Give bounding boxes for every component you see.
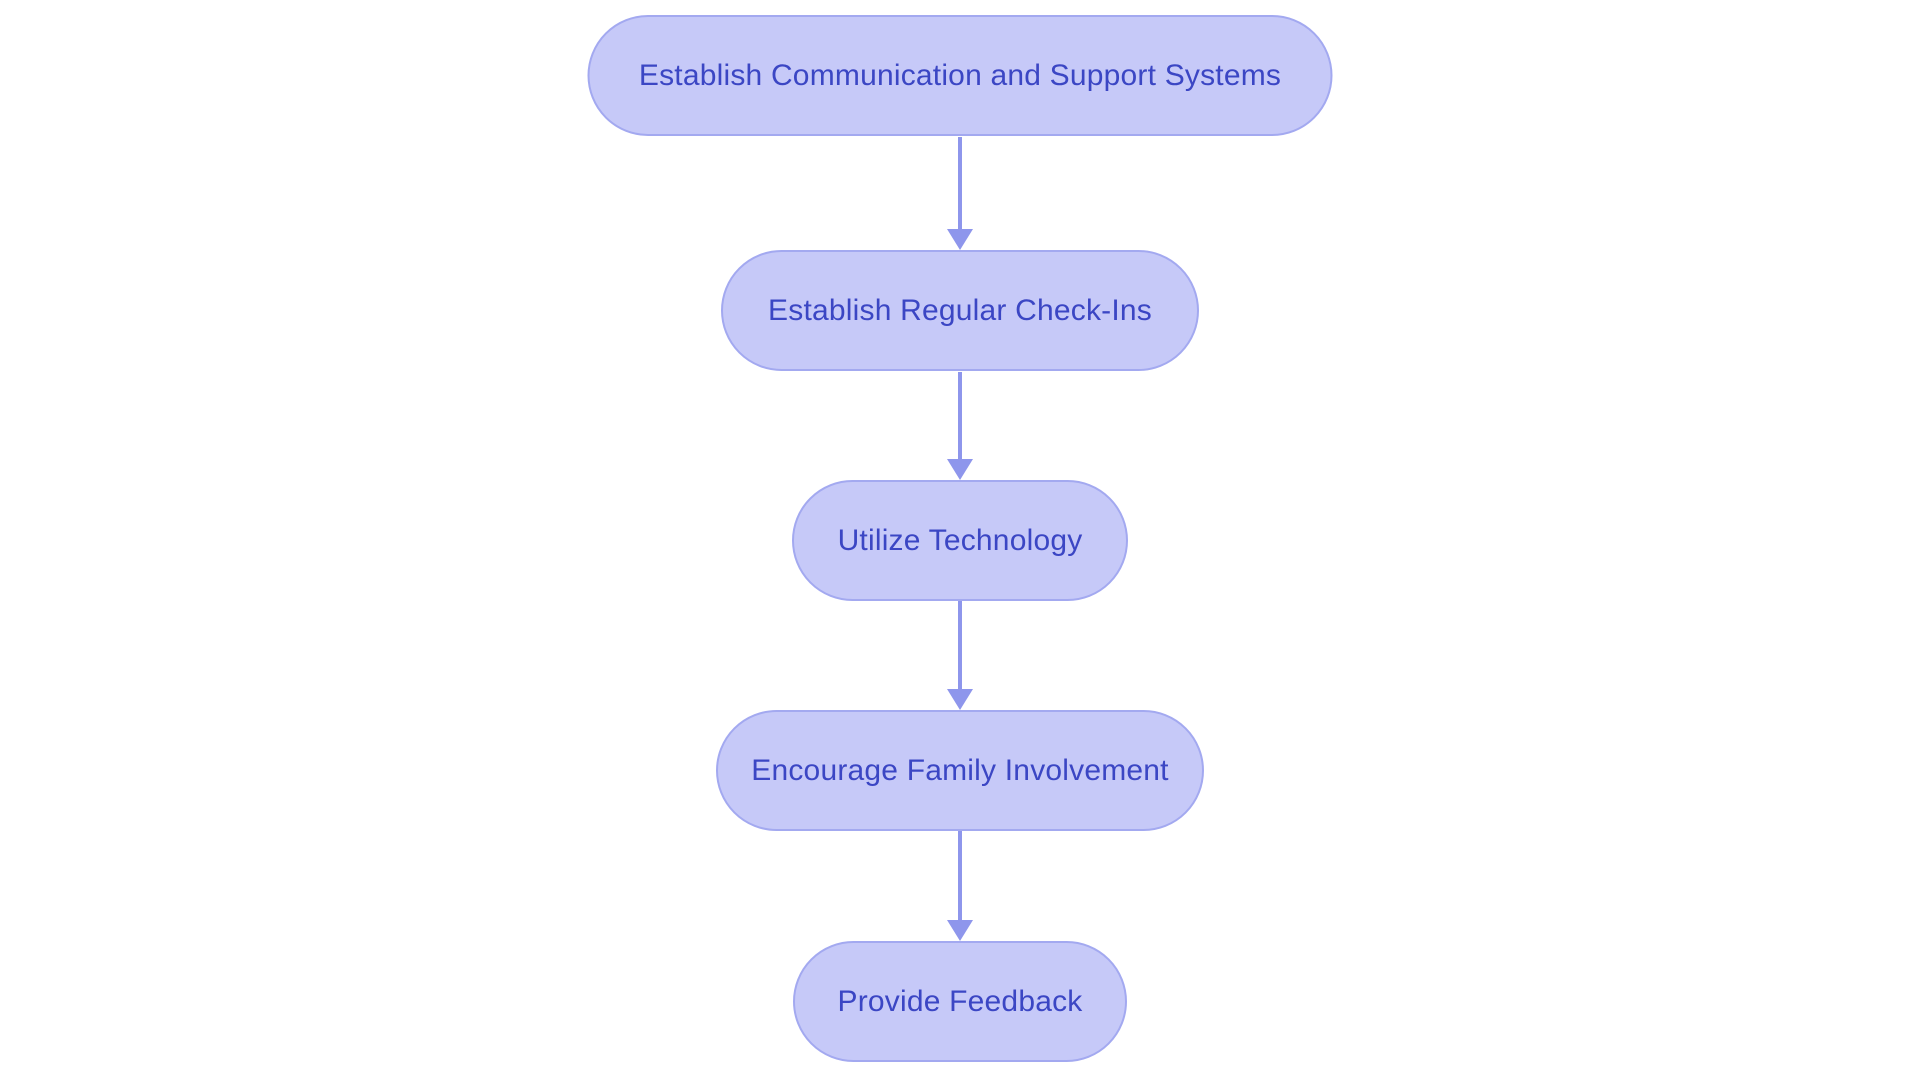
node-label: Provide Feedback (837, 984, 1083, 1018)
arrowhead-down-icon (947, 920, 973, 941)
arrow-shaft (958, 137, 962, 229)
flowchart-node-establish-communication: Establish Communication and Support Syst… (587, 15, 1333, 136)
flowchart-node-regular-check-ins: Establish Regular Check-Ins (721, 250, 1199, 371)
flow-arrow-1-down (947, 137, 973, 250)
node-label: Utilize Technology (837, 523, 1083, 557)
flowchart-node-family-involvement: Encourage Family Involvement (716, 710, 1204, 831)
arrow-shaft (958, 372, 962, 459)
flow-arrow-3-down (947, 601, 973, 710)
node-label: Establish Regular Check-Ins (768, 293, 1152, 327)
flow-arrow-2-down (947, 372, 973, 480)
arrow-shaft (958, 831, 962, 920)
node-label: Encourage Family Involvement (751, 753, 1169, 787)
flowchart-node-provide-feedback: Provide Feedback (793, 941, 1127, 1062)
node-label: Establish Communication and Support Syst… (638, 58, 1282, 92)
flow-arrow-4-down (947, 831, 973, 941)
arrow-shaft (958, 601, 962, 689)
arrowhead-down-icon (947, 229, 973, 250)
flowchart-node-utilize-technology: Utilize Technology (792, 480, 1128, 601)
arrowhead-down-icon (947, 689, 973, 710)
arrowhead-down-icon (947, 459, 973, 480)
